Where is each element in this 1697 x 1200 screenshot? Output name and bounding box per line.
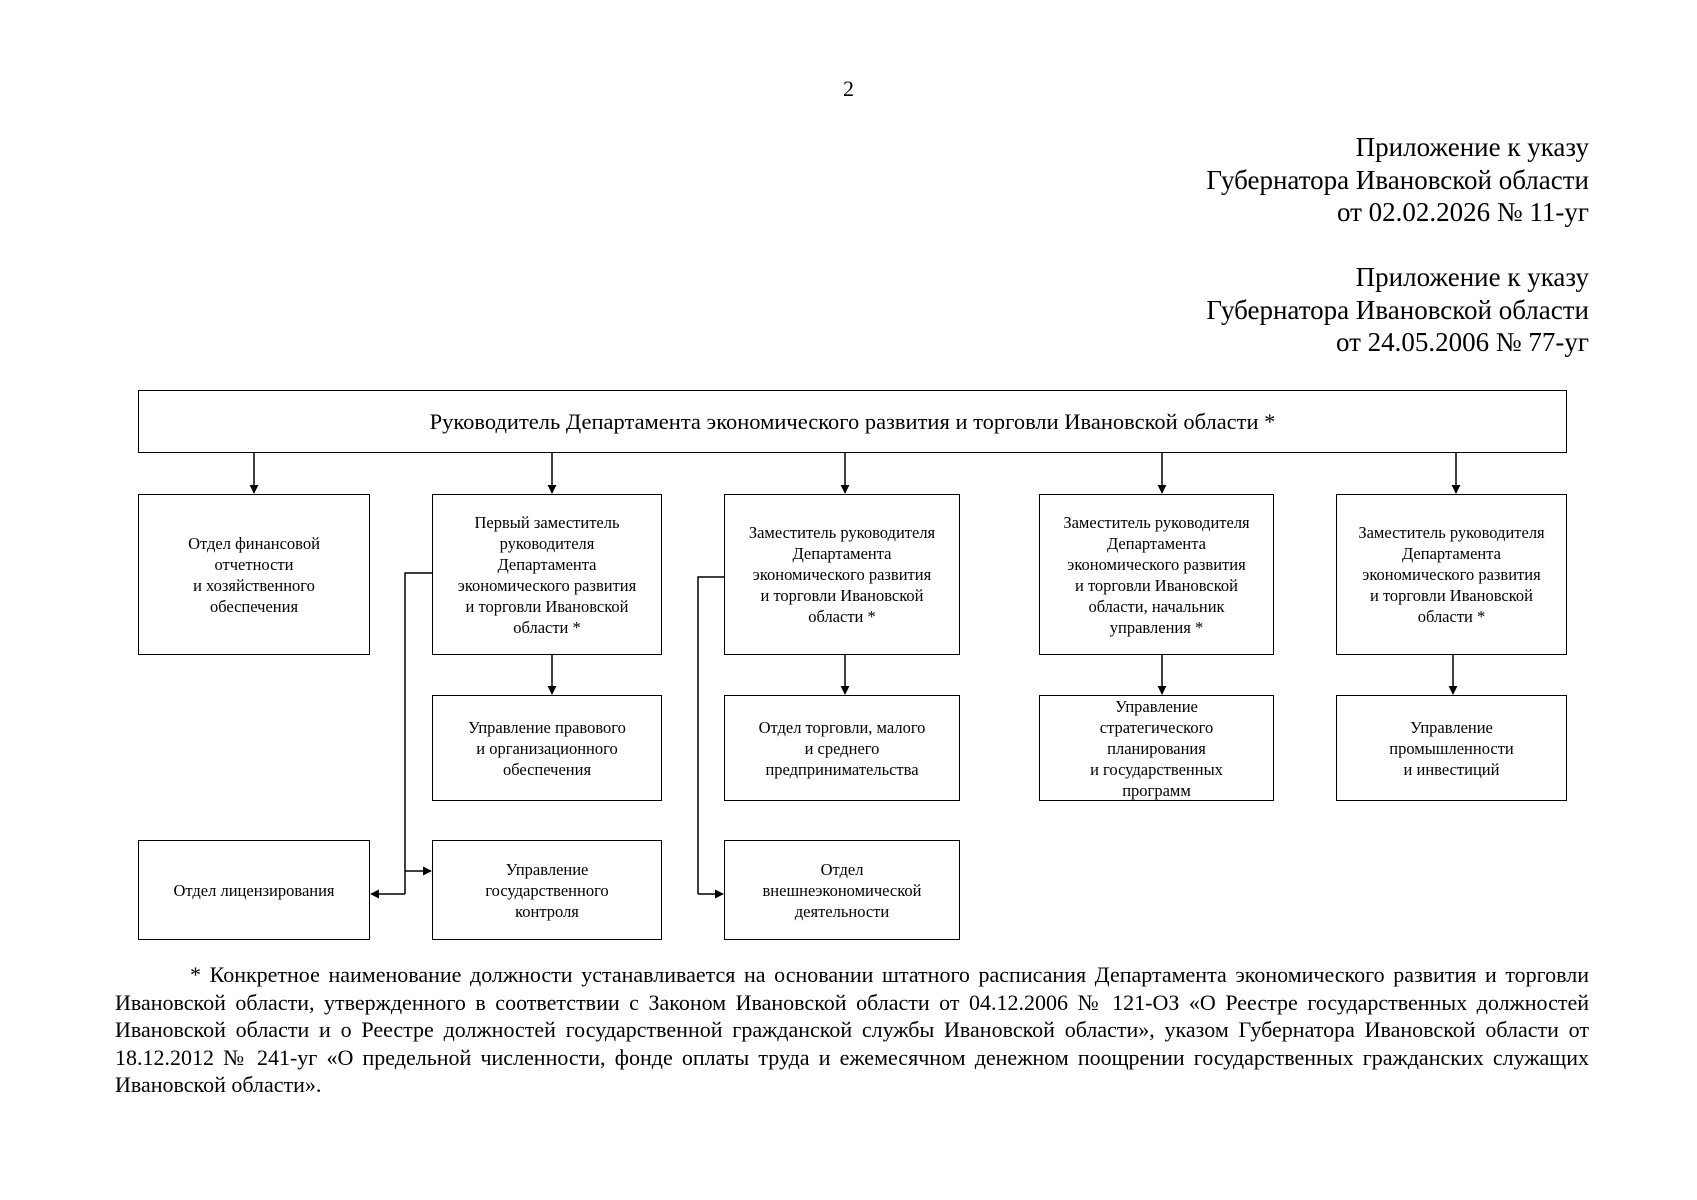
annex-line: от 24.05.2006 № 77-уг	[1335, 327, 1589, 357]
first-deputy-box: Первый заместитель руководителя Департам…	[432, 494, 662, 655]
control-dept-label: Управление государственного контроля	[485, 859, 609, 921]
industry-dept-box: Управление промышленности и инвестиций	[1336, 695, 1567, 801]
foreign-econ-dept-label: Отдел внешнеэкономической деятельности	[762, 859, 922, 921]
annex-line: Губернатора Ивановской области	[1206, 294, 1589, 325]
page-number: 2	[843, 76, 854, 101]
connector-line	[404, 572, 432, 894]
finance-dept-box: Отдел финансовой отчетности и хозяйствен…	[138, 494, 370, 655]
deputy-strategy-box: Заместитель руководителя Департамента эк…	[1039, 494, 1274, 655]
strategy-dept-box: Управление стратегического планирования …	[1039, 695, 1274, 801]
annex-line: Приложение к указу	[1355, 132, 1589, 162]
connector-line	[697, 576, 724, 894]
first-deputy-label: Первый заместитель руководителя Департам…	[457, 512, 637, 637]
annex-reference-previous: Приложение к указу Губернатора Ивановско…	[889, 261, 1589, 359]
annex-line: Губернатора Ивановской области	[1206, 164, 1589, 195]
foreign-econ-dept-box: Отдел внешнеэкономической деятельности	[724, 840, 960, 940]
footnote: * Конкретное наименование должности уста…	[115, 962, 1589, 1097]
deputy-strategy-label: Заместитель руководителя Департамента эк…	[1063, 512, 1250, 637]
finance-dept-label: Отдел финансовой отчетности и хозяйствен…	[188, 533, 320, 616]
licensing-dept-label: Отдел лицензирования	[173, 880, 335, 900]
department-head-title: Руководитель Департамента экономического…	[429, 409, 1276, 434]
department-head-box: Руководитель Департамента экономического…	[138, 390, 1567, 453]
industry-dept-label: Управление промышленности и инвестиций	[1389, 717, 1514, 779]
deputy-trade-label: Заместитель руководителя Департамента эк…	[748, 523, 936, 626]
strategy-dept-label: Управление стратегического планирования …	[1090, 696, 1223, 800]
annex-line: от 02.02.2026 № 11-уг	[1336, 197, 1589, 227]
control-dept-box: Управление государственного контроля	[432, 840, 662, 940]
deputy-industry-label: Заместитель руководителя Департамента эк…	[1358, 523, 1545, 626]
legal-dept-box: Управление правового и организационного …	[432, 695, 662, 801]
licensing-dept-box: Отдел лицензирования	[138, 840, 370, 940]
trade-dept-label: Отдел торговли, малого и среднего предпр…	[758, 717, 926, 779]
legal-dept-label: Управление правового и организационного …	[468, 717, 626, 779]
deputy-trade-box: Заместитель руководителя Департамента эк…	[724, 494, 960, 655]
annex-line: Приложение к указу	[1355, 262, 1589, 292]
trade-dept-box: Отдел торговли, малого и среднего предпр…	[724, 695, 960, 801]
annex-reference-current: Приложение к указу Губернатора Ивановско…	[889, 131, 1589, 229]
deputy-industry-box: Заместитель руководителя Департамента эк…	[1336, 494, 1567, 655]
